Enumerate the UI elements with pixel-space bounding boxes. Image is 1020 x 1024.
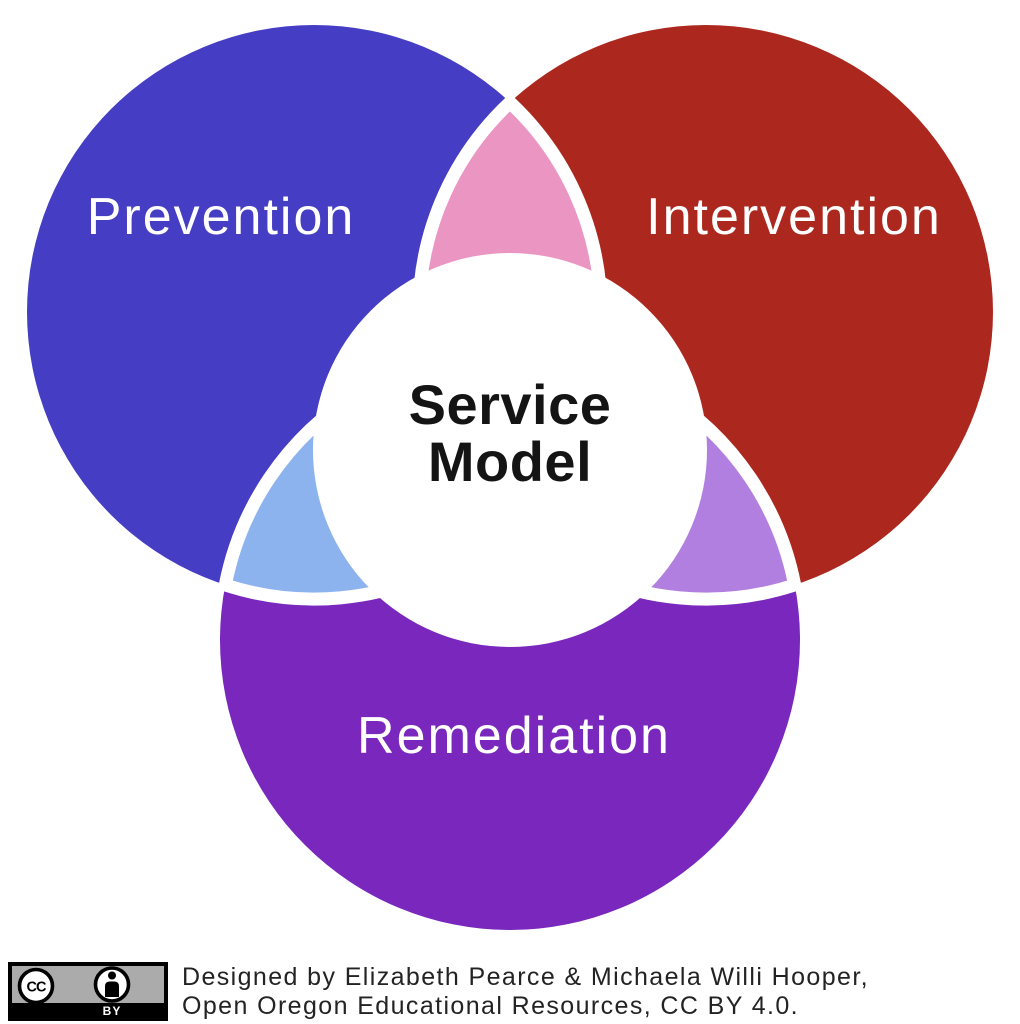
attribution-text: Designed by Elizabeth Pearce & Michaela … (182, 963, 869, 1021)
circle-label-prevention: Prevention (87, 188, 356, 246)
cc-icon-letters: CC (27, 980, 47, 996)
cc-by-license-badge: CC BY (8, 962, 168, 1021)
badge-by-label: BY (103, 1004, 122, 1018)
circle-label-intervention: Intervention (646, 188, 942, 246)
cc-icon: CC (17, 967, 55, 1005)
diagram-title-line1: Service (409, 373, 612, 436)
circle-label-remediation: Remediation (357, 707, 671, 765)
center-circle (313, 253, 707, 647)
attribution-line-2: Open Oregon Educational Resources, CC BY… (182, 992, 800, 1020)
attribution-line-1: Designed by Elizabeth Pearce & Michaela … (182, 963, 870, 991)
badge-black-bar (12, 1003, 164, 1017)
diagram-title-line2: Model (428, 430, 592, 493)
attribution-person-icon (93, 966, 131, 1003)
